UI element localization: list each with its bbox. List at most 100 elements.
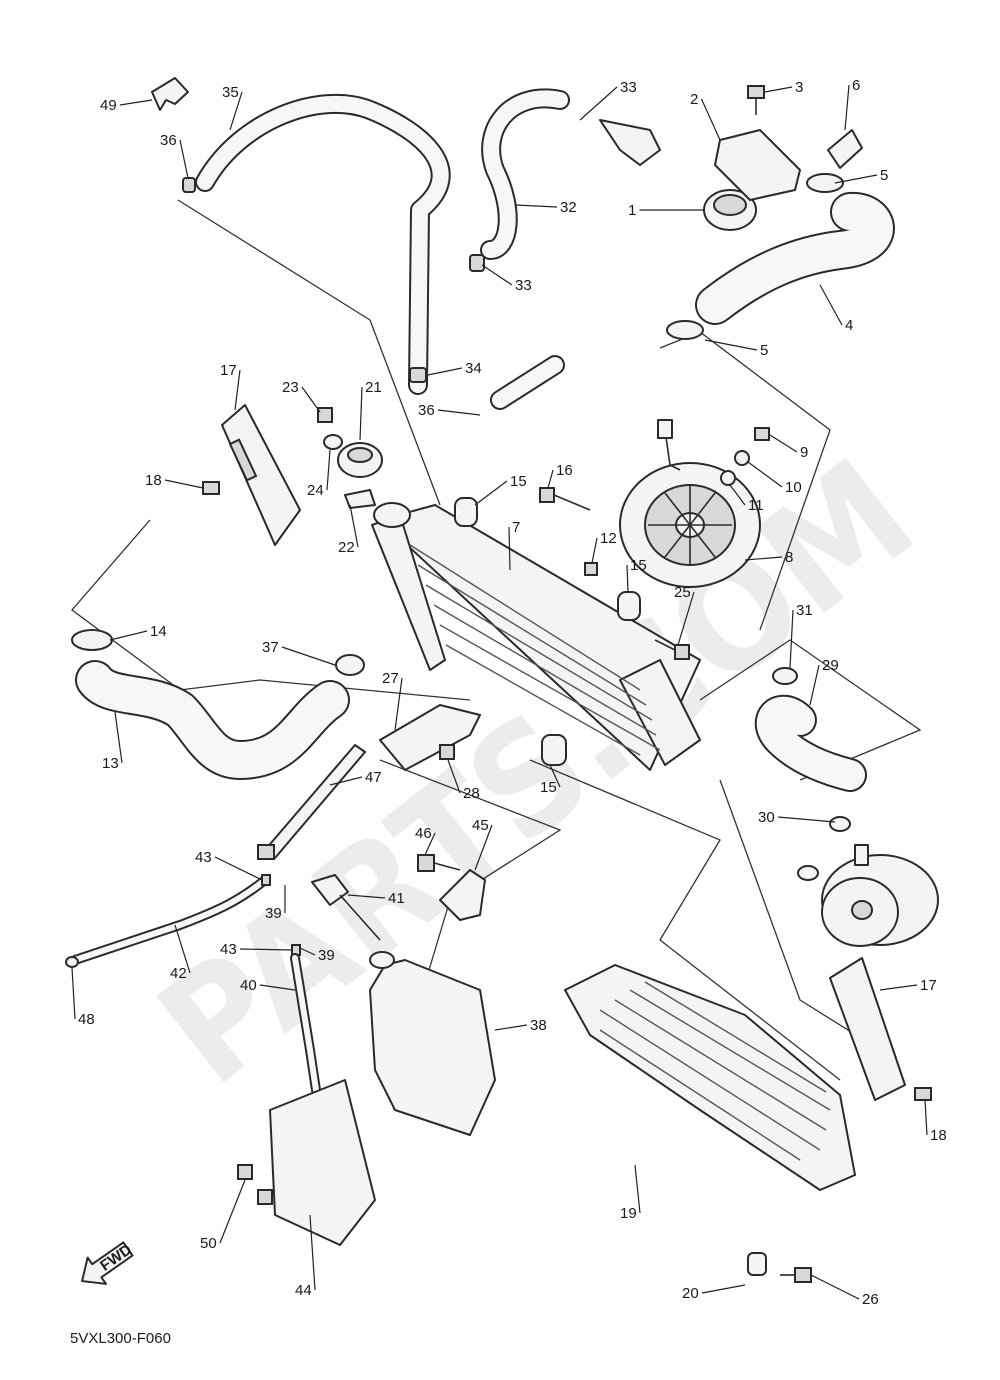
- callout-number: 24: [307, 482, 324, 499]
- leader-line: [729, 484, 746, 506]
- part-44-tank-cover: [269, 1079, 376, 1246]
- callout-c7: 7: [508, 519, 520, 571]
- leader-line: [591, 537, 598, 564]
- leader-line: [834, 174, 878, 184]
- callout-c39b: 39: [299, 947, 335, 964]
- callout-c28: 28: [447, 759, 480, 802]
- leader-line: [579, 86, 618, 121]
- callout-number: 49: [100, 97, 117, 114]
- leader-line: [547, 469, 554, 489]
- leader-line: [71, 967, 76, 1020]
- part-37-clamp: [335, 654, 365, 676]
- leader-line: [281, 646, 336, 666]
- leader-line: [219, 1179, 246, 1244]
- part-4-hose: [695, 192, 895, 325]
- callout-number: 6: [852, 77, 860, 94]
- part-3-bolt: [747, 85, 765, 115]
- callout-number: 42: [170, 965, 187, 982]
- callout-number: 12: [600, 530, 617, 547]
- leader-line: [447, 759, 461, 794]
- callout-number: 47: [365, 769, 382, 786]
- callout-c46: 46: [415, 825, 436, 856]
- leader-line: [427, 367, 463, 376]
- callout-number: 14: [150, 623, 167, 640]
- callout-c11: 11: [729, 484, 764, 514]
- callout-c42: 42: [170, 924, 191, 982]
- leader-line: [109, 630, 148, 641]
- leader-line: [474, 480, 508, 506]
- leader-line: [174, 924, 191, 974]
- leader-line: [924, 1099, 928, 1136]
- callout-number: 28: [463, 785, 480, 802]
- part-18-bolt-left: [202, 481, 220, 495]
- part-38-reservoir-tank: [369, 951, 496, 1136]
- callout-c6: 6: [844, 77, 860, 131]
- leader-line: [764, 86, 793, 93]
- part-35-hose: [195, 93, 451, 395]
- callout-number: 21: [365, 379, 382, 396]
- callout-number: 17: [220, 362, 237, 379]
- callout-c29: 29: [809, 657, 839, 706]
- part-24-washer: [323, 434, 343, 450]
- callout-c22: 22: [338, 504, 359, 556]
- part-36-clamp: [182, 177, 196, 193]
- part-9-bolt: [754, 427, 770, 441]
- callout-c5a: 5: [834, 167, 888, 184]
- leader-line: [301, 386, 321, 413]
- callout-number: 2: [690, 91, 698, 108]
- callout-number: 19: [620, 1205, 637, 1222]
- leader-line: [789, 609, 794, 669]
- leader-line: [810, 1274, 860, 1300]
- part-30-clamps: [797, 816, 851, 881]
- part-5-clamp-lower: [666, 320, 704, 340]
- fwd-label: FWD: [97, 1241, 135, 1275]
- callout-number: 11: [748, 497, 764, 514]
- callout-number: 37: [262, 639, 279, 656]
- part-34-clamp: [409, 367, 427, 383]
- part-20-collar: [747, 1252, 767, 1276]
- part-14-clamp: [71, 629, 113, 651]
- callout-c15b: 15: [626, 557, 647, 593]
- callout-c48: 48: [71, 967, 95, 1028]
- callout-c26: 26: [810, 1274, 879, 1308]
- part-46-bolt: [417, 854, 461, 872]
- leader-line: [844, 84, 850, 131]
- callout-c8: 8: [744, 549, 793, 566]
- callout-number: 33: [515, 277, 532, 294]
- part-28-bolt: [439, 744, 455, 760]
- leader-line: [179, 139, 189, 179]
- leader-line: [299, 947, 316, 956]
- callout-c25: 25: [674, 584, 695, 646]
- callout-c30: 30: [758, 809, 836, 826]
- callout-c12: 12: [591, 530, 617, 564]
- callout-c36b: 36: [418, 402, 481, 419]
- callout-number: 31: [796, 602, 813, 619]
- callout-c18a: 18: [145, 472, 204, 489]
- callout-c34: 34: [427, 360, 482, 377]
- leader-line: [494, 1024, 528, 1031]
- leader-line: [809, 664, 820, 706]
- leader-line: [549, 764, 561, 788]
- callout-layer: 1234556789101112131415151516171718181920…: [71, 77, 947, 1308]
- callout-c36a: 36: [160, 132, 189, 179]
- callout-number: 3: [795, 79, 803, 96]
- part-22-clip: [344, 489, 376, 509]
- leader-line: [326, 449, 331, 491]
- callout-number: 36: [418, 402, 435, 419]
- part-32-hose: [480, 88, 570, 260]
- part-19-radiator-guard: [564, 964, 856, 1191]
- callout-c16: 16: [547, 462, 573, 489]
- part-12-clip: [584, 562, 598, 576]
- leader-line: [349, 504, 359, 548]
- callout-number: 43: [220, 941, 237, 958]
- callout-c17a: 17: [220, 362, 241, 411]
- callout-number: 5: [880, 167, 888, 184]
- leader-line: [508, 526, 511, 571]
- callout-c21: 21: [359, 379, 382, 441]
- leader-line: [481, 264, 513, 286]
- callout-c37: 37: [262, 639, 336, 666]
- callout-number: 50: [200, 1235, 217, 1252]
- callout-c35: 35: [222, 84, 243, 131]
- callout-number: 44: [295, 1282, 312, 1299]
